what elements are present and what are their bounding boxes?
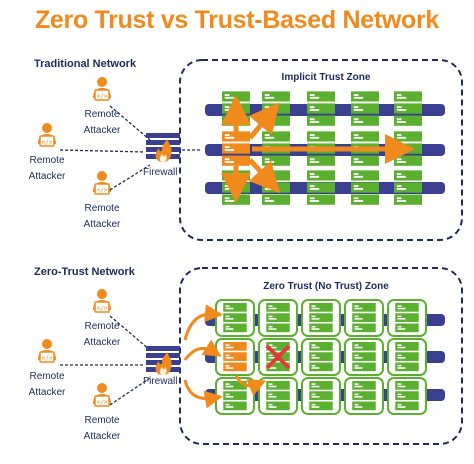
server-icon [223,303,247,332]
traditional-attacker-left: Remote Attacker [12,122,82,185]
attacker-label: Remote [84,415,120,426]
server-icon [351,91,379,126]
server-icon [352,381,376,410]
server-icon [266,381,290,410]
implicit-trust-zone-border [179,59,463,241]
connector-line [109,164,151,191]
server-icon [352,303,376,332]
attacker-label: Attacker [83,431,121,442]
traditional-section-label: Traditional Network [34,58,137,70]
implicit-trust-zone-label: Implicit Trust Zone [281,72,371,83]
server-icon [351,170,379,205]
zero-trust-attacker-bottom: Remote Attacker [67,382,137,445]
attacker-label: Remote [84,321,120,332]
attacker-label: Attacker [83,125,121,136]
lateral-movement-arrows [221,95,415,203]
page-title: Zero Trust vs Trust-Based Network [34,6,440,34]
server-icon [307,91,335,126]
connector-line [109,105,151,141]
server-icon [394,91,422,126]
server-icon [307,170,335,205]
server-icon [395,342,419,371]
server-icon [223,342,247,371]
attacker-label: Remote [84,109,120,120]
zero-trust-attacker-left: Remote Attacker [12,338,82,401]
zero-trust-attacker-top: Remote Attacker [67,288,137,351]
attacker-label: Attacker [28,171,66,182]
zero-trust-zone-label: Zero Trust (No Trust) Zone [263,281,389,292]
attacker-label: Remote [29,371,65,382]
zero-trust-firewall-label: Firewall [143,376,178,387]
server-icon [352,342,376,371]
attacker-label: Remote [84,203,120,214]
firewall-icon [146,133,180,162]
traditional-attacker-top: Remote Attacker [67,76,137,139]
attack-arrows [183,304,267,409]
attacker-label: Attacker [83,337,121,348]
server-icon [394,170,422,205]
traditional-attacker-bottom: Remote Attacker [67,170,137,233]
attacker-label: Attacker [83,219,121,230]
traditional-firewall-label: Firewall [143,167,178,178]
firewall-icon [146,346,180,375]
server-icon [266,303,290,332]
zero-trust-server-grid [215,299,427,415]
attacker-label: Attacker [28,387,66,398]
connector-line [59,149,146,153]
server-icon [222,131,250,166]
server-icon [395,381,419,410]
connector-line [109,315,151,351]
server-icon [395,303,419,332]
connector-line [109,377,151,406]
server-icon [309,342,333,371]
server-icon [309,381,333,410]
zero-trust-section-label: Zero-Trust Network [34,266,135,278]
server-icon [309,303,333,332]
block-icon [265,344,291,370]
attacker-label: Remote [29,155,65,166]
